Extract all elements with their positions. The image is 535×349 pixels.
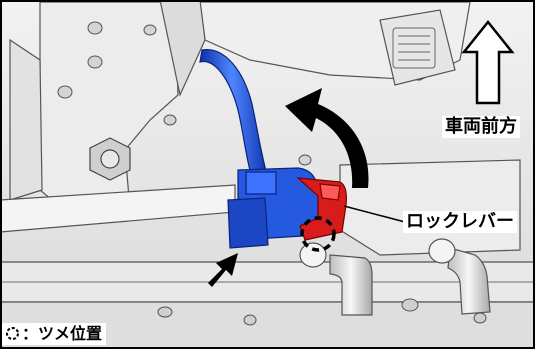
grille-detail xyxy=(392,27,436,69)
cross-member xyxy=(0,261,535,349)
lower-holes xyxy=(157,298,487,326)
claw-position-legend: ：ツメ位置 xyxy=(2,323,107,345)
bolt-holes xyxy=(57,21,312,166)
lock-lever-leader xyxy=(343,205,406,223)
claw-position-legend-text: ：ツメ位置 xyxy=(22,324,103,343)
vehicle-front-arrow xyxy=(461,19,515,105)
claw-position-marker xyxy=(300,216,336,252)
dashed-circle-icon xyxy=(6,327,19,340)
push-arrow xyxy=(208,253,238,287)
lock-lever xyxy=(296,177,347,241)
rotation-arrow xyxy=(285,88,369,188)
hose-connector xyxy=(227,167,319,249)
lock-lever-label: ロックレバー xyxy=(403,211,517,233)
engine-structure xyxy=(9,0,471,216)
vehicle-front-label: 車両前方 xyxy=(442,116,520,138)
coolant-pipes xyxy=(299,238,491,316)
hex-bolt xyxy=(89,137,131,181)
